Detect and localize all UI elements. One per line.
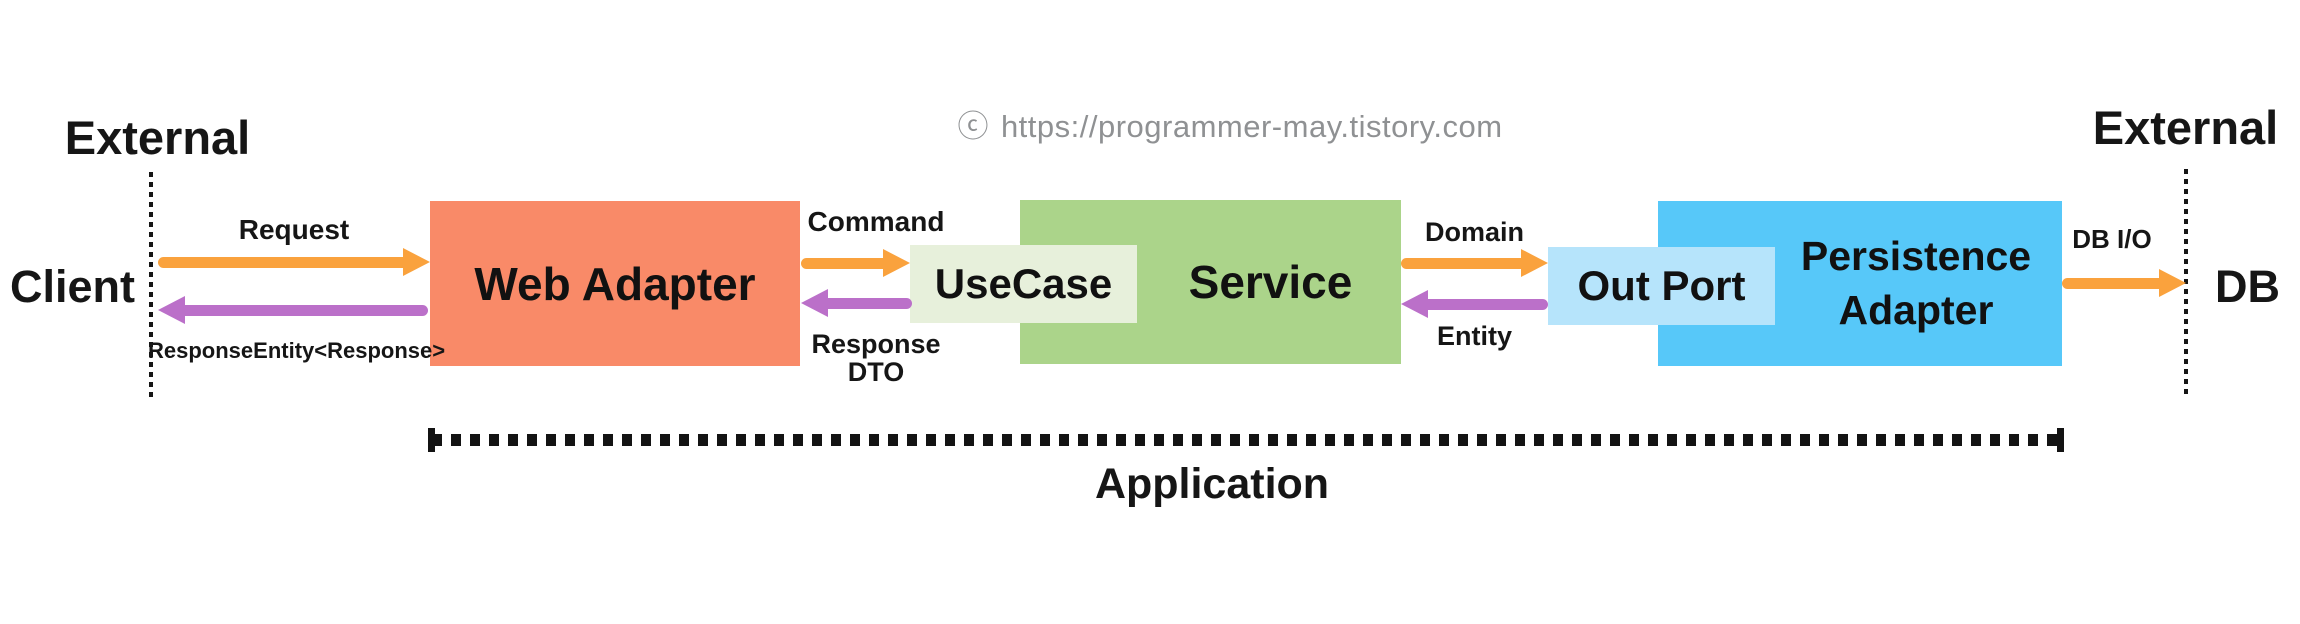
client-actor-label: Client (9, 261, 135, 312)
arrow-shaft (178, 304, 428, 316)
application-boundary-cap-right (2057, 428, 2064, 452)
client-boundary-line (149, 172, 153, 398)
response-entity-arrow-label: ResponseEntity<Response> (148, 338, 446, 363)
watermark: ⓒ https://programmer-may.tistory.com (880, 101, 1580, 146)
persistence-adapter-box: Persistence Adapter (1658, 201, 2062, 366)
arrow-head-right-icon (403, 248, 430, 276)
command-arrow-label: Command (807, 206, 945, 237)
arrow-shaft (158, 256, 410, 268)
persistence-adapter-label-line1: Persistence (1800, 233, 2032, 280)
arrow-head-right-icon (1521, 249, 1548, 277)
domain-arrow (1401, 249, 1548, 277)
arrow-shaft (801, 257, 890, 269)
service-label: Service (1188, 256, 1353, 308)
persistence-adapter-label-line2: Adapter (1838, 286, 1994, 333)
application-boundary-cap-left (428, 428, 435, 452)
usecase-box: UseCase (910, 245, 1137, 323)
response-dto-arrow (801, 289, 912, 317)
response-dto-label-line2: DTO (847, 357, 905, 387)
db-actor-label: DB (2215, 261, 2280, 312)
response-dto-label-line1: Response (811, 329, 941, 359)
arrow-shaft (1421, 298, 1548, 310)
arrow-shaft (2062, 277, 2166, 289)
arrow-head-right-icon (2159, 269, 2186, 297)
out-port-box: Out Port (1548, 247, 1775, 325)
application-boundary-line (432, 434, 2062, 446)
out-port-label: Out Port (1577, 262, 1746, 309)
copyright-icon: ⓒ (957, 109, 989, 144)
db-boundary-line (2184, 169, 2188, 399)
watermark-url: https://programmer-may.tistory.com (1000, 109, 1503, 144)
application-boundary-label: Application (1094, 460, 1330, 508)
request-arrow-label: Request (238, 214, 350, 245)
request-arrow (158, 248, 430, 276)
arrow-head-left-icon (158, 296, 185, 324)
web-adapter-box: Web Adapter (430, 201, 800, 366)
entity-arrow-label: Entity (1436, 321, 1512, 351)
usecase-label: UseCase (934, 260, 1113, 307)
arrow-head-left-icon (1401, 290, 1428, 318)
entity-arrow (1401, 290, 1548, 318)
arrow-shaft (1401, 257, 1528, 269)
external-label-right: External (2092, 101, 2279, 154)
arrow-head-left-icon (801, 289, 828, 317)
arrow-shaft (821, 297, 912, 309)
external-label-left: External (64, 111, 251, 164)
response-dto-arrow-label: Response DTO (796, 330, 956, 386)
arrow-head-right-icon (883, 249, 910, 277)
persistence-adapter-label: Persistence Adapter (1801, 230, 2031, 337)
domain-arrow-label: Domain (1424, 217, 1524, 247)
db-io-arrow-label: DB I/O (2072, 224, 2152, 254)
command-arrow (801, 249, 910, 277)
response-entity-arrow (158, 296, 428, 324)
db-io-arrow (2062, 269, 2186, 297)
web-adapter-label: Web Adapter (474, 257, 756, 310)
